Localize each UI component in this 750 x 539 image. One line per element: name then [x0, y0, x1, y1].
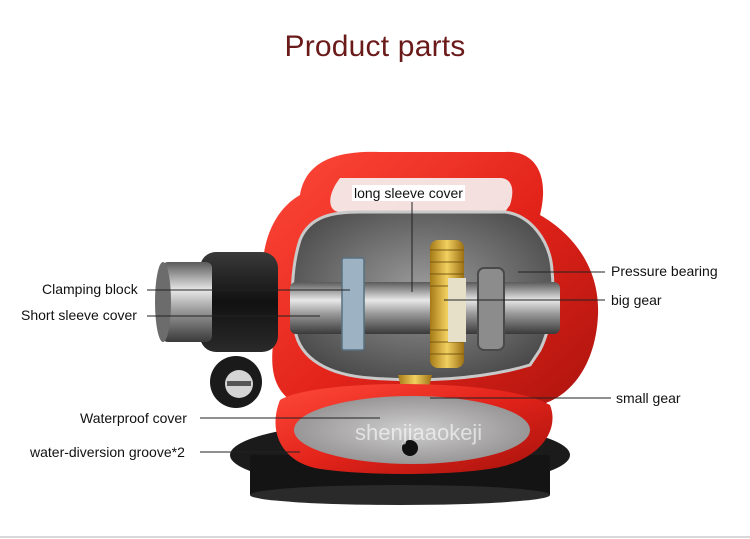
watermark-text: shenjiaaokeji: [355, 420, 482, 445]
label-water-diversion-groove: water-diversion groove*2: [30, 444, 185, 460]
label-small-gear: small gear: [616, 390, 681, 406]
label-long-sleeve-cover: long sleeve cover: [352, 185, 465, 201]
pressure-bearing-part: [477, 267, 505, 351]
label-pressure-bearing: Pressure bearing: [611, 263, 718, 279]
clamping-block-part: [341, 257, 365, 351]
label-big-gear: big gear: [611, 292, 662, 308]
bottom-divider: [0, 536, 750, 538]
locking-knob: [210, 356, 262, 408]
label-short-sleeve-cover: Short sleeve cover: [21, 307, 137, 323]
label-waterproof-cover: Waterproof cover: [80, 410, 187, 426]
page-title: Product parts: [284, 30, 466, 63]
front-collar: [155, 252, 278, 352]
label-clamping-block: Clamping block: [42, 281, 138, 297]
lower-base: [275, 384, 553, 474]
leader-lines: [147, 202, 611, 453]
big-gear-part: [430, 240, 466, 368]
